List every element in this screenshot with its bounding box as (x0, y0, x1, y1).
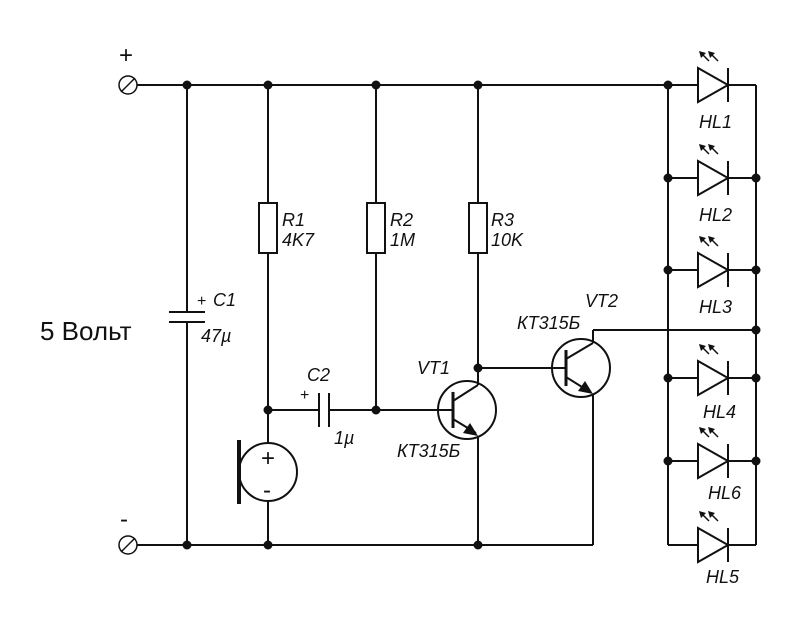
hl5-label: HL5 (706, 567, 740, 587)
c1-name: C1 (213, 290, 236, 310)
plus-sign: + (119, 42, 133, 69)
c1-polarity: + (197, 293, 206, 310)
mic-plus: + (261, 445, 275, 472)
resistor-r1 (258, 85, 278, 443)
r1-value: 4K7 (282, 230, 315, 250)
r2-name: R2 (390, 210, 413, 230)
led-bank-bus (667, 85, 757, 545)
vt1-name: VT1 (417, 358, 450, 378)
led-hl6 (668, 427, 756, 480)
hl4-label: HL4 (703, 402, 736, 422)
led-hl4 (668, 344, 756, 397)
resistor-r2 (366, 85, 386, 410)
hl3-label: HL3 (699, 297, 732, 317)
r1-name: R1 (282, 210, 305, 230)
c2-name: C2 (307, 365, 330, 385)
vt2-name: VT2 (585, 291, 618, 311)
capacitor-c2 (268, 393, 440, 427)
r3-name: R3 (491, 210, 514, 230)
resistor-r3 (468, 85, 488, 368)
c2-polarity: + (300, 387, 309, 404)
positive-terminal (118, 75, 138, 95)
negative-terminal (118, 535, 138, 555)
minus-sign: - (120, 506, 128, 533)
transistor-vt1 (437, 368, 497, 545)
hl2-label: HL2 (699, 205, 732, 225)
voltage-label: 5 Вольт (40, 316, 132, 346)
mic-minus: - (263, 477, 271, 504)
c2-value: 1µ (334, 428, 354, 448)
hl1-label: HL1 (699, 112, 732, 132)
vt2-type: КТ315Б (517, 313, 581, 333)
led-hl5 (668, 511, 756, 564)
microphone (237, 440, 298, 545)
c1-value: 47µ (201, 326, 231, 346)
led-hl2 (668, 144, 756, 197)
junction-dots (182, 80, 761, 550)
transistor-vt2 (478, 329, 756, 545)
r3-value: 10K (491, 230, 524, 250)
led-hl1 (668, 51, 756, 104)
r2-value: 1M (390, 230, 415, 250)
led-hl3 (668, 236, 756, 289)
hl6-label: HL6 (708, 483, 742, 503)
vt1-type: КТ315Б (397, 441, 461, 461)
capacitor-c1 (169, 85, 205, 545)
